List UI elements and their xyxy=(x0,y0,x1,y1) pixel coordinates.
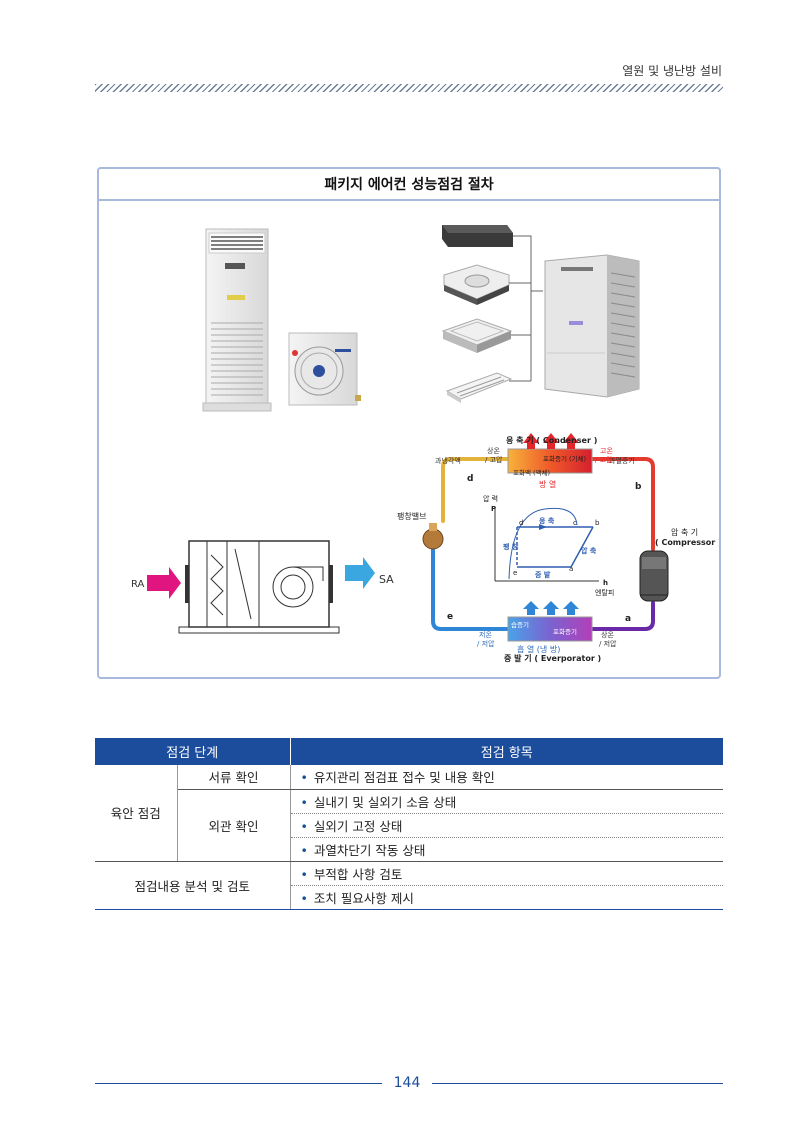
header-items: 점검 항목 xyxy=(290,738,723,765)
table-row: 점검내용 분석 및 검토 • 부적합 사항 검토 xyxy=(95,861,723,910)
ph-enthalpy-label: 엔탈피 xyxy=(595,588,614,597)
table-item: • 실내기 및 실외기 소음 상태 xyxy=(290,789,723,814)
saturated-vapor-label: 포화증기 xyxy=(553,627,577,636)
figure-title: 패키지 에어컨 성능점검 절차 xyxy=(324,177,494,193)
cycle-point-a: a xyxy=(625,614,631,624)
air-handling-unit-illustration xyxy=(178,540,340,634)
evaporator-block xyxy=(507,616,593,642)
table-row: • 조치 필요사항 제시 xyxy=(95,885,723,910)
refrigerant-loop xyxy=(431,457,655,631)
room-temp-low-pressure-line2: / 저압 xyxy=(599,639,617,648)
heat-release-label: 방 열 xyxy=(539,479,556,489)
vrf-connector-lines xyxy=(509,235,543,382)
bullet: • xyxy=(300,794,308,810)
floor-standing-indoor-unit-illustration xyxy=(202,228,272,412)
saturated-liquid-label: 포화액 (액체) xyxy=(513,469,550,477)
heat-release-arrows xyxy=(523,433,579,449)
compressor-label-line2: ( Compressor ) xyxy=(655,538,719,547)
table-item: • 실외기 고정 상태 xyxy=(290,813,723,838)
footer-rule-left xyxy=(95,1083,382,1084)
stage-visual-inspection: 육안 점검 xyxy=(95,765,178,862)
table-item: • 부적합 사항 검토 xyxy=(290,861,723,886)
cycle-point-e: e xyxy=(447,612,453,622)
table-item: • 유지관리 점검표 접수 및 내용 확인 xyxy=(290,765,723,790)
ph-h-label: h xyxy=(603,579,608,587)
table-row: 육안 점검 서류 확인 • 유지관리 점검표 접수 및 내용 확인 xyxy=(95,765,723,862)
item-text: 조치 필요사항 제시 xyxy=(313,890,414,906)
subcooled-label: 과냉각액 xyxy=(435,456,461,465)
ph-compress-label: 압 축 xyxy=(581,546,597,555)
heat-absorb-arrows xyxy=(523,601,579,615)
ph-point-c: c xyxy=(573,519,577,527)
ph-condense-label: 응 축 xyxy=(539,516,555,525)
ceiling-ducted-unit-illustration xyxy=(442,225,513,247)
ph-point-b: b xyxy=(595,519,600,527)
item-text: 부적합 사항 검토 xyxy=(313,866,403,882)
ph-evaporate-label: 증 발 xyxy=(535,570,551,579)
return-air-arrow xyxy=(147,567,181,599)
saturated-vapor-gas-label: 포화증기 (기체) xyxy=(543,454,586,463)
ph-pressure-label: 압 력 xyxy=(483,495,498,503)
low-temp-low-pressure-line1: 저온 xyxy=(479,630,492,639)
ph-point-d: d xyxy=(519,519,523,527)
table-row: • 실외기 고정 상태 xyxy=(95,813,723,838)
substage-exterior-check: 외관 확인 xyxy=(177,789,291,862)
compressor-illustration xyxy=(639,550,669,602)
page-number: 144 xyxy=(393,1075,421,1091)
bullet: • xyxy=(300,770,308,786)
ph-expand-label: 팽 창 xyxy=(503,542,519,551)
table-item: • 조치 필요사항 제시 xyxy=(290,885,723,910)
inspection-table: 점검 단계 점검 항목 육안 점검 서류 확인 • 유지관리 점검표 접수 및 내… xyxy=(95,738,723,910)
bullet: • xyxy=(300,890,308,906)
header-hatch-divider xyxy=(95,84,723,92)
bullet: • xyxy=(300,866,308,882)
high-temp-high-pressure-line2: / 고압 xyxy=(595,456,613,464)
expansion-valve-label: 팽창밸브 xyxy=(397,511,426,521)
ceiling-cassette-1way-illustration xyxy=(441,318,513,353)
item-text: 실내기 및 실외기 소음 상태 xyxy=(313,794,457,810)
supply-air-label: SA xyxy=(379,573,394,586)
cycle-point-b: b xyxy=(635,482,642,492)
bullet: • xyxy=(300,842,308,858)
running-header: 열원 및 냉난방 설비 xyxy=(622,64,722,78)
ph-point-a: a xyxy=(569,565,573,573)
table-row: • 과열차단기 작동 상태 xyxy=(95,837,723,862)
table-item: • 과열차단기 작동 상태 xyxy=(290,837,723,862)
room-temp-high-pressure-line1: 상온 xyxy=(487,446,500,455)
heat-absorb-cooling-label: 흡 열 (냉 방) xyxy=(517,644,560,654)
return-air-label: RA xyxy=(131,579,145,590)
room-temp-low-pressure-line1: 상온 xyxy=(601,630,614,639)
supply-air-arrow xyxy=(345,557,375,589)
condenser-block xyxy=(507,448,593,474)
wall-mounted-unit-illustration xyxy=(445,372,513,403)
figure-title-box: 패키지 에어컨 성능점검 절차 xyxy=(97,167,721,201)
high-temp-high-pressure-line1: 고온 xyxy=(600,447,613,455)
superheated-label: 과열증기 xyxy=(609,456,635,465)
cycle-point-d: d xyxy=(467,474,473,484)
condenser-label: 응 축 기 ( Condenser ) xyxy=(506,435,597,445)
bullet: • xyxy=(300,818,308,834)
ceiling-cassette-4way-illustration xyxy=(443,264,510,305)
outdoor-unit-illustration xyxy=(288,332,361,406)
footer-rule-right xyxy=(432,1083,723,1084)
room-temp-high-pressure-line2: / 고압 xyxy=(485,456,503,464)
item-text: 과열차단기 작동 상태 xyxy=(313,842,426,858)
ph-point-e: e xyxy=(513,569,517,577)
figure-illustrations: RA SA 응 축 기 ( Co xyxy=(131,225,719,663)
evaporator-label: 증 발 기 ( Everporator ) xyxy=(504,653,601,663)
compressor-label-line1: 압 축 기 xyxy=(671,528,698,537)
substage-document-check: 서류 확인 xyxy=(177,765,291,790)
wet-vapor-label: 습증기 xyxy=(511,620,529,629)
ph-diagram xyxy=(494,507,599,582)
expansion-valve-illustration xyxy=(422,523,444,550)
table-row: 외관 확인 • 실내기 및 실외기 소음 상태 xyxy=(95,789,723,862)
low-temp-low-pressure-line2: / 저압 xyxy=(477,639,495,648)
table-header-row: 점검 단계 점검 항목 xyxy=(95,738,723,765)
stage-analysis-review: 점검내용 분석 및 검토 xyxy=(95,861,291,910)
item-text: 유지관리 점검표 접수 및 내용 확인 xyxy=(313,770,495,786)
vrf-outdoor-unit-illustration xyxy=(544,254,640,398)
item-text: 실외기 고정 상태 xyxy=(313,818,403,834)
header-stage: 점검 단계 xyxy=(95,738,291,765)
ph-p-label: P xyxy=(491,505,496,513)
